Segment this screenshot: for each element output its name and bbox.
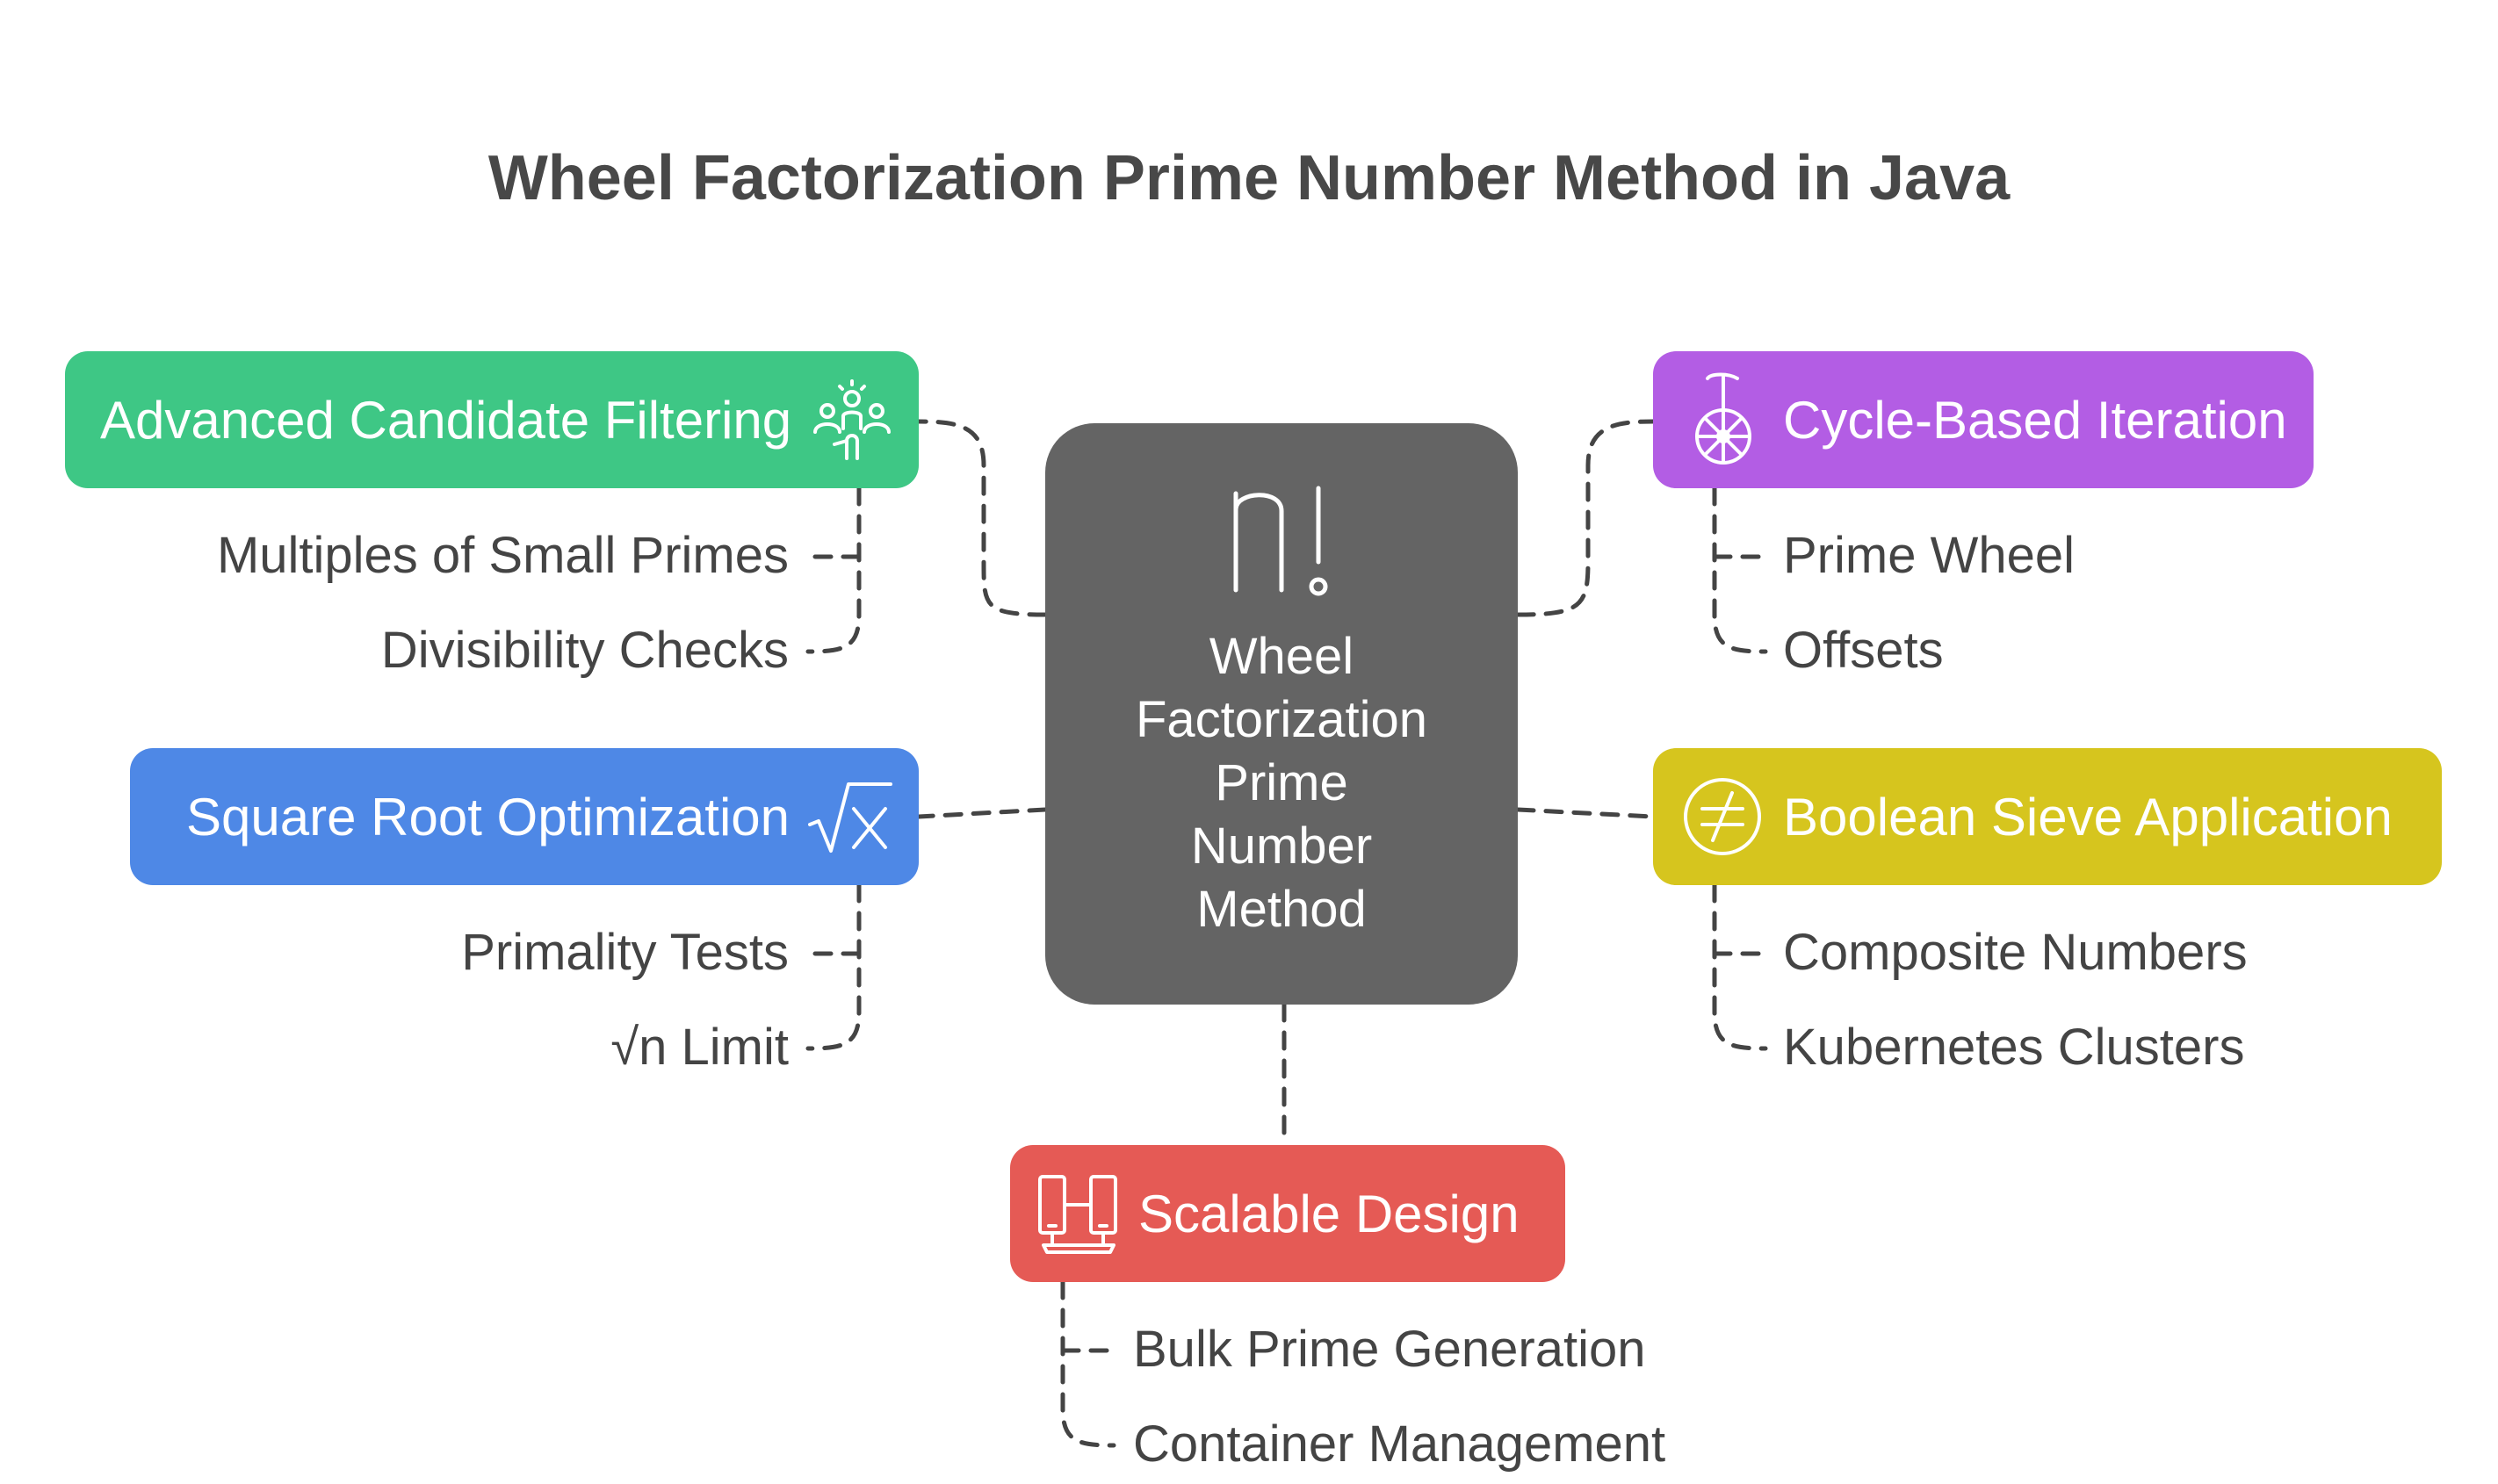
sub-filtering-1: Multiples of Small Primes xyxy=(216,527,789,584)
node-scalable: Scalable Design xyxy=(1010,1145,1565,1282)
center-label-line: Prime xyxy=(1215,754,1348,811)
sub-cycle-2: Offsets xyxy=(1783,622,1944,679)
sub-sieve-2: Kubernetes Clusters xyxy=(1783,1019,2245,1076)
factorial-icon xyxy=(1220,476,1343,603)
node-sqrt-label: Square Root Optimization xyxy=(186,787,791,846)
bracket-sieve xyxy=(1712,882,1768,1051)
connector-filtering xyxy=(916,419,1048,617)
node-cycle-label: Cycle-Based Iteration xyxy=(1783,390,2287,450)
center-label: Wheel Factorization Prime Number Method xyxy=(1136,625,1427,941)
sub-cycle-1: Prime Wheel xyxy=(1783,527,2075,584)
node-sieve-label: Boolean Sieve Application xyxy=(1783,787,2393,846)
square-root-icon xyxy=(808,779,892,854)
bracket-sqrt xyxy=(805,882,862,1051)
devices-icon xyxy=(1036,1171,1121,1256)
bracket-scalable xyxy=(1060,1279,1116,1448)
sub-scalable-2: Container Management xyxy=(1133,1416,1666,1473)
sub-filtering-2: Divisibility Checks xyxy=(380,622,789,679)
node-sqrt: Square Root Optimization xyxy=(130,748,919,885)
unicycle-icon xyxy=(1688,371,1758,468)
connector-sqrt xyxy=(916,807,1048,819)
bracket-cycle xyxy=(1712,486,1768,654)
node-sieve: Boolean Sieve Application xyxy=(1653,748,2442,885)
sub-scalable-1: Bulk Prime Generation xyxy=(1133,1321,1646,1378)
sub-sqrt-1: Primality Tests xyxy=(461,924,789,981)
center-label-line: Number xyxy=(1190,818,1373,875)
center-label-line: Factorization xyxy=(1135,691,1428,748)
connector-cycle xyxy=(1515,419,1656,617)
team-collaboration-icon xyxy=(808,376,896,464)
center-node: Wheel Factorization Prime Number Method xyxy=(1045,423,1518,1005)
bracket-filtering xyxy=(805,486,862,654)
diagram-title: Wheel Factorization Prime Number Method … xyxy=(487,143,2011,213)
node-cycle: Cycle-Based Iteration xyxy=(1653,351,2314,488)
connector-sieve xyxy=(1515,807,1656,819)
node-scalable-label: Scalable Design xyxy=(1138,1184,1520,1243)
center-label-line: Wheel xyxy=(1209,628,1354,685)
sub-sieve-1: Composite Numbers xyxy=(1783,924,2248,981)
sub-sqrt-2: √n Limit xyxy=(610,1019,789,1076)
not-equal-icon xyxy=(1681,775,1764,858)
node-filtering-label: Advanced Candidate Filtering xyxy=(100,390,792,450)
center-label-line: Method xyxy=(1196,881,1367,938)
node-filtering: Advanced Candidate Filtering xyxy=(65,351,919,488)
